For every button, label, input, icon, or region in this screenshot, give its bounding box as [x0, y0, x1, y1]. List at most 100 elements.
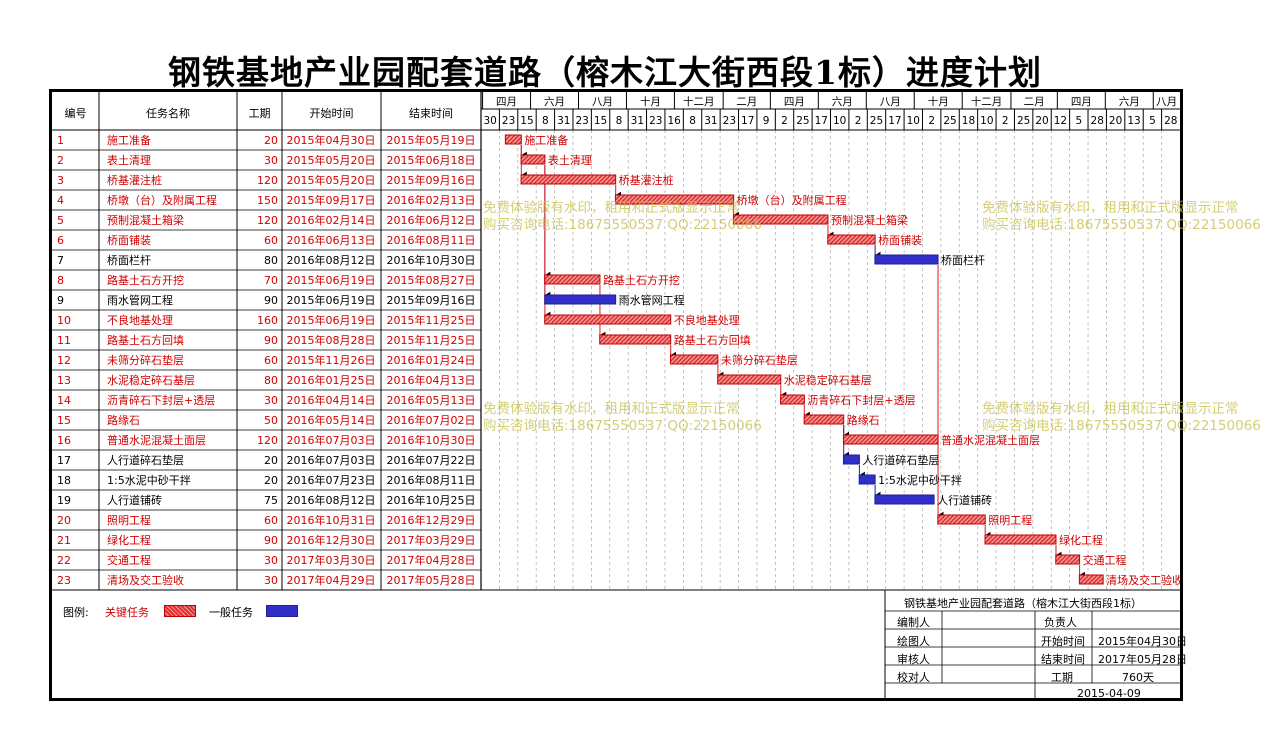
- header-2: 工期: [249, 107, 271, 120]
- task-end: 2015年09月16日: [387, 173, 476, 187]
- gantt-bar-label: 照明工程: [988, 514, 1032, 527]
- task-end: 2015年11月25日: [387, 313, 476, 327]
- task-start: 2016年08月12日: [287, 253, 376, 267]
- gantt-bar: [874, 254, 939, 265]
- task-duration: 90: [264, 334, 278, 347]
- task-duration: 50: [264, 414, 278, 427]
- day-tick-label: 23: [575, 115, 588, 127]
- gantt-bar: [1055, 554, 1081, 565]
- task-name: 桥面栏杆: [107, 253, 151, 267]
- day-tick-label: 23: [723, 115, 736, 127]
- gantt-bar: [717, 374, 782, 385]
- task-end: 2016年07月22日: [387, 453, 476, 467]
- task-end: 2016年10月25日: [387, 493, 476, 507]
- task-end: 2015年09月16日: [387, 293, 476, 307]
- task-end: 2016年07月02日: [387, 413, 476, 427]
- task-duration: 30: [264, 554, 278, 567]
- gantt-bar: [1078, 574, 1104, 585]
- month-label: 二月: [736, 96, 757, 108]
- info-duration-label: 工期: [1051, 671, 1073, 684]
- task-start: 2015年05月20日: [287, 153, 376, 167]
- task-end: 2015年08月27日: [387, 273, 476, 287]
- info-start-label: 开始时间: [1041, 635, 1085, 648]
- gantt-bar-label: 清场及交工验收: [1106, 573, 1180, 587]
- task-name: 普通水泥混凝土面层: [107, 433, 206, 447]
- task-duration: 30: [264, 154, 278, 167]
- month-label: 八月: [1156, 96, 1177, 108]
- day-tick-label: 2: [855, 115, 862, 127]
- day-tick-label: 10: [980, 115, 993, 127]
- task-start: 2016年01月25日: [287, 373, 376, 387]
- task-id: 17: [57, 454, 71, 467]
- day-tick-label: 8: [616, 115, 623, 127]
- task-id: 7: [57, 254, 64, 267]
- task-start: 2015年06月19日: [287, 293, 376, 307]
- task-end: 2016年10月30日: [387, 253, 476, 267]
- day-tick-label: 9: [763, 115, 770, 127]
- day-tick-label: 30: [484, 115, 497, 127]
- day-tick-label: 31: [557, 115, 570, 127]
- gantt-bar-label: 路缘石: [847, 414, 880, 427]
- task-id: 4: [57, 194, 64, 207]
- day-tick-label: 5: [1149, 115, 1156, 127]
- gantt-bar: [842, 434, 939, 445]
- legend-label: 图例:: [63, 606, 89, 619]
- task-name: 施工准备: [107, 133, 151, 147]
- day-tick-label: 25: [796, 115, 809, 127]
- task-end: 2015年06月18日: [387, 153, 476, 167]
- task-id: 14: [57, 394, 71, 407]
- day-tick-label: 5: [1075, 115, 1082, 127]
- legend-normal-swatch: [266, 605, 298, 617]
- task-id: 22: [57, 554, 71, 567]
- day-tick-label: 17: [815, 115, 828, 127]
- gantt-bar: [858, 474, 876, 485]
- day-tick-label: 17: [741, 115, 754, 127]
- task-name: 未筛分碎石垫层: [107, 353, 184, 367]
- task-id: 2: [57, 154, 64, 167]
- task-id: 18: [57, 474, 71, 487]
- task-end: 2015年11月25日: [387, 333, 476, 347]
- task-id: 8: [57, 274, 64, 287]
- task-start: 2016年07月03日: [287, 453, 376, 467]
- day-tick-label: 13: [1127, 115, 1140, 127]
- task-start: 2016年06月13日: [287, 233, 376, 247]
- info-start: 2015年04月30日: [1098, 635, 1187, 648]
- task-duration: 120: [257, 434, 278, 447]
- day-tick-label: 31: [704, 115, 717, 127]
- task-start: 2015年11月26日: [287, 353, 376, 367]
- task-start: 2016年07月03日: [287, 433, 376, 447]
- day-tick-label: 2: [781, 115, 788, 127]
- task-end: 2016年02月13日: [387, 193, 476, 207]
- task-name: 清场及交工验收: [107, 573, 184, 587]
- task-name: 绿化工程: [107, 533, 151, 547]
- day-tick-label: 16: [667, 115, 681, 127]
- task-duration: 60: [264, 354, 278, 367]
- task-id: 1: [57, 134, 64, 147]
- gantt-bar: [803, 414, 845, 425]
- task-id: 21: [57, 534, 71, 547]
- info-date: 2015-04-09: [1077, 687, 1141, 700]
- gantt-bar: [504, 134, 522, 145]
- task-end: 2016年04月13日: [387, 373, 476, 387]
- gantt-bar: [599, 334, 672, 345]
- task-end: 2017年03月29日: [387, 533, 476, 547]
- gantt-bar-label: 路基土石方回填: [674, 333, 751, 347]
- day-tick-label: 23: [502, 115, 515, 127]
- task-end: 2017年05月28日: [387, 573, 476, 587]
- info-reviewer: 审核人: [897, 653, 930, 666]
- task-name: 桥墩（台）及附属工程: [107, 193, 217, 207]
- gantt-bar-label: 人行道碎石垫层: [862, 453, 939, 467]
- task-end: 2017年04月28日: [387, 553, 476, 567]
- gantt-bar: [937, 514, 986, 525]
- month-label: 四月: [784, 96, 805, 108]
- task-start: 2017年04月29日: [287, 573, 376, 587]
- task-end: 2016年08月11日: [387, 473, 476, 487]
- day-tick-label: 25: [870, 115, 883, 127]
- gantt-frame: 编号任务名称工期开始时间结束时间四月六月八月十月十二月二月四月六月八月十月十二月…: [49, 89, 1187, 701]
- task-id: 9: [57, 294, 64, 307]
- task-name: 不良地基处理: [107, 313, 173, 327]
- task-id: 6: [57, 234, 64, 247]
- info-checker: 校对人: [897, 671, 930, 684]
- info-duration: 760天: [1122, 671, 1154, 684]
- task-name: 交通工程: [107, 553, 151, 567]
